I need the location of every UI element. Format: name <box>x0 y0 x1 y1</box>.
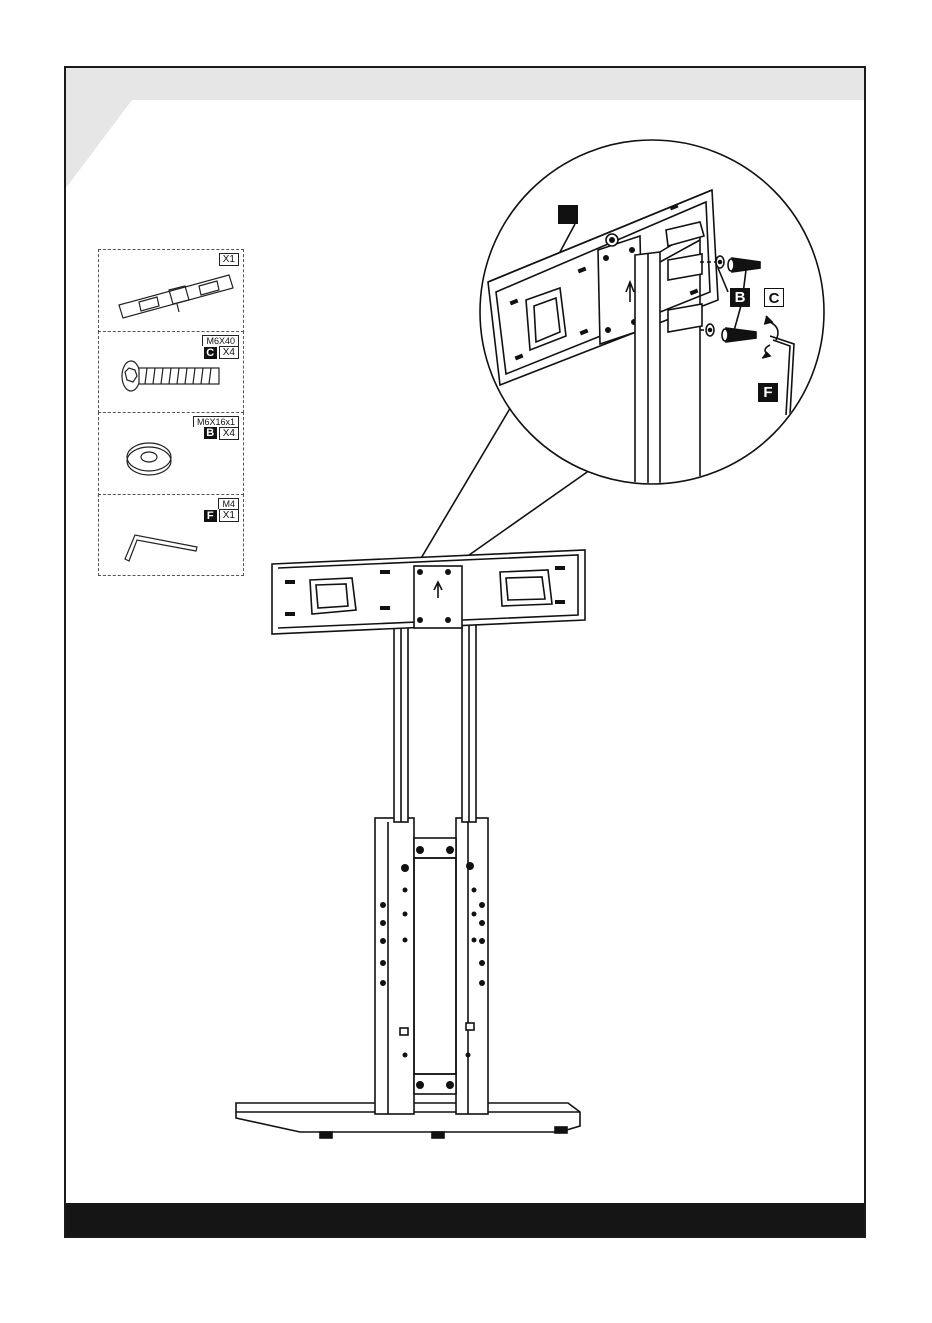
callout-bracket <box>558 205 578 224</box>
magnifier-leader-left <box>420 405 512 560</box>
part-bolt: M6X40 C X4 <box>98 331 244 413</box>
washer-icon <box>99 413 245 497</box>
part-mounting-bracket: X1 <box>98 249 244 333</box>
callout-allen-key: F <box>758 383 778 402</box>
magnifier-leader-right <box>462 470 590 560</box>
magnifier-detail <box>480 140 824 520</box>
callout-washer: B <box>730 288 750 307</box>
mounting-bracket <box>272 550 585 634</box>
callout-bolt: C <box>764 288 784 307</box>
lower-column <box>375 818 488 1114</box>
part-allen-key: M4 F X1 <box>98 494 244 576</box>
allen-key-icon <box>99 495 245 577</box>
parts-list: X1 M6X40 C X4 M6X16x1 <box>98 250 244 576</box>
part-washer: M6X16x1 B X4 <box>98 412 244 496</box>
mounting-bracket-icon <box>99 250 245 334</box>
bolt-icon <box>99 332 245 414</box>
